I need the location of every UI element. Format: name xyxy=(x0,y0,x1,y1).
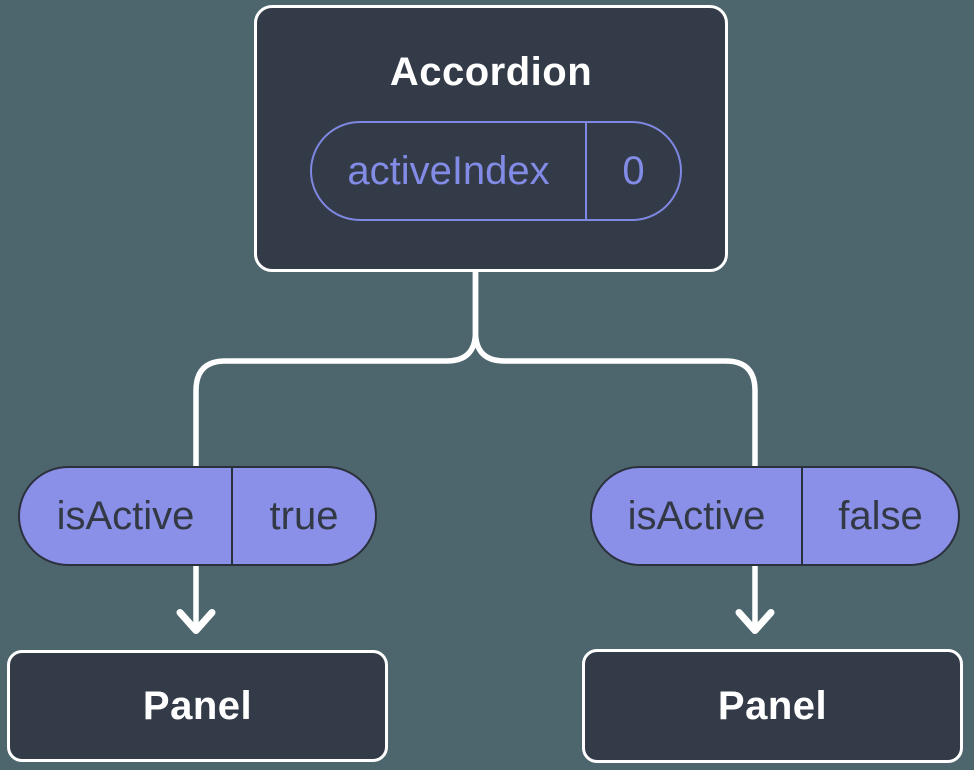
arrowhead-right-icon xyxy=(735,609,775,634)
state-pill: activeIndex 0 xyxy=(310,121,682,221)
arrowhead-left-icon xyxy=(176,609,216,634)
accordion-node: Accordion activeIndex 0 xyxy=(254,5,728,272)
state-pill-value: 0 xyxy=(622,148,645,193)
prop-pill-value: false xyxy=(838,493,923,538)
accordion-node-title: Accordion xyxy=(389,50,593,94)
prop-pill-key: isActive xyxy=(20,468,233,564)
state-pill-key: activeIndex xyxy=(312,123,587,219)
prop-pill-is-active-false: isActive false xyxy=(590,466,960,566)
prop-pill-key: isActive xyxy=(592,468,803,564)
panel-node-title: Panel xyxy=(717,683,828,728)
prop-pill-value: true xyxy=(269,493,339,538)
panel-node-left: Panel xyxy=(7,650,388,762)
connector-line-left xyxy=(193,269,479,628)
connector-line-right xyxy=(472,269,758,628)
prop-pill-is-active-true: isActive true xyxy=(18,466,377,566)
panel-node-right: Panel xyxy=(582,649,963,763)
panel-node-title: Panel xyxy=(142,683,253,728)
